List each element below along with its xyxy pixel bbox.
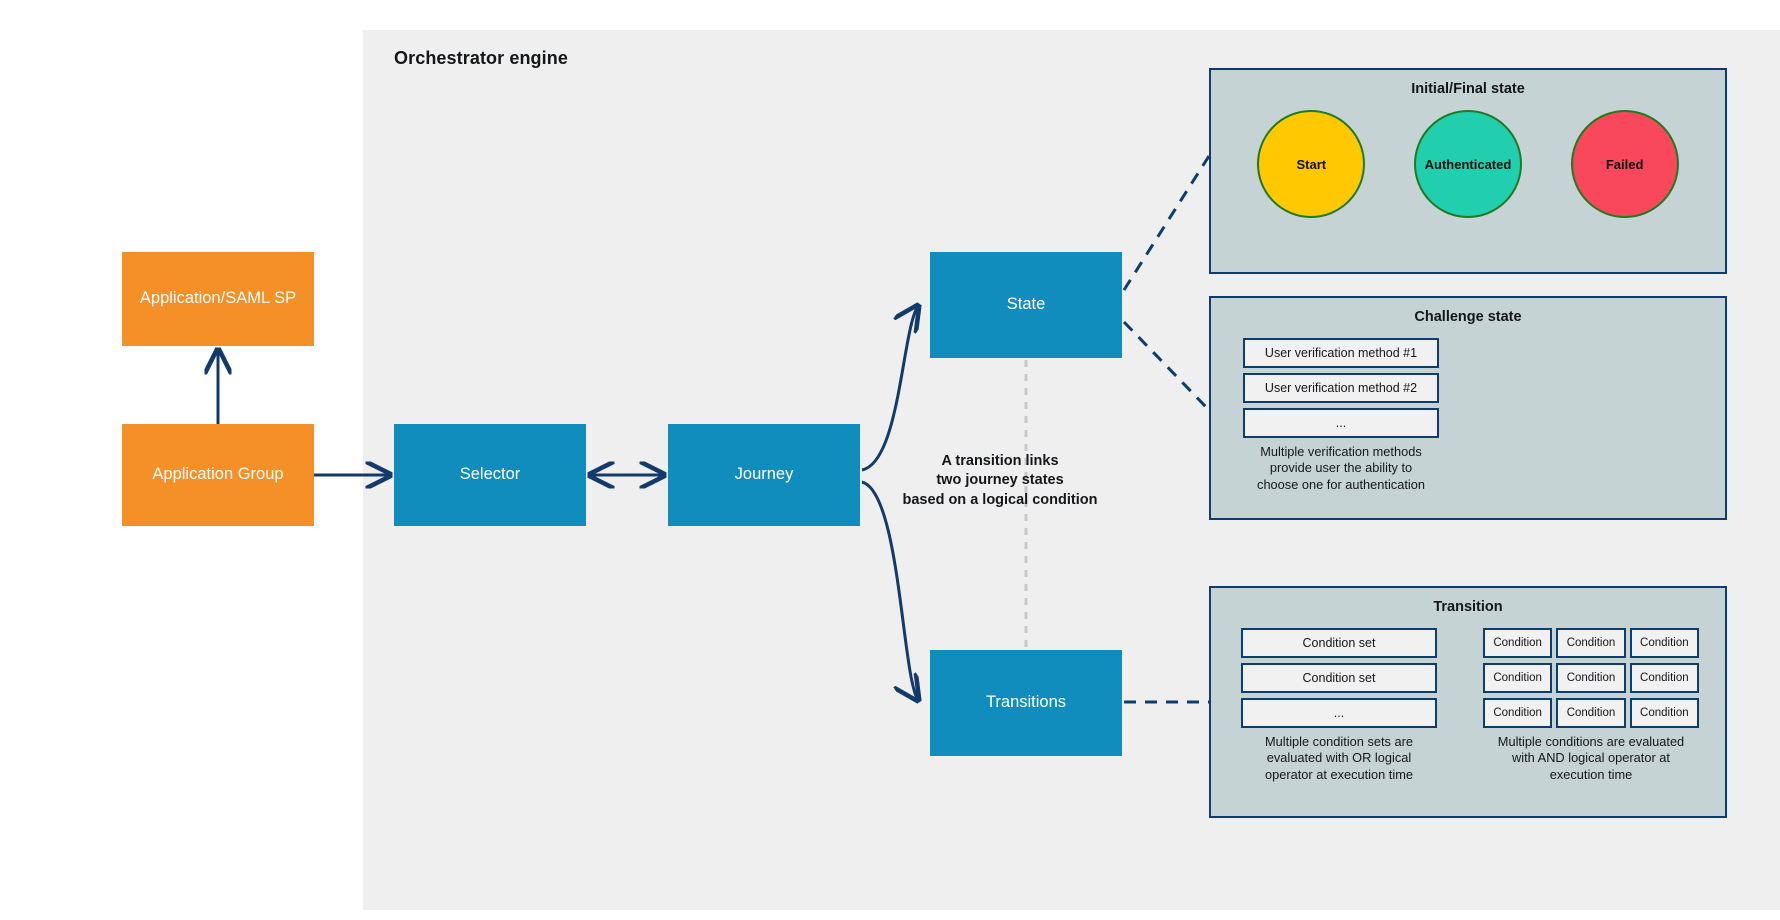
panel-challenge-state: Challenge state User verification method… <box>1209 296 1727 520</box>
annotation-line-2: two journey states <box>936 472 1064 489</box>
condition-set-item[interactable]: Condition set <box>1241 663 1437 693</box>
verification-method-item[interactable]: User verification method #1 <box>1243 338 1439 368</box>
transition-annotation: A transition links two journey states ba… <box>880 452 1120 510</box>
condition-grid-caption: Multiple conditions are evaluated with A… <box>1483 734 1699 783</box>
condition-set-caption-line-2: evaluated with OR logical <box>1266 750 1412 766</box>
condition-set-caption-line-3: operator at execution time <box>1265 766 1413 782</box>
annotation-line-3: based on a logical condition <box>902 491 1098 508</box>
condition-grid-caption-line-2: with AND logical operator at <box>1512 750 1670 766</box>
challenge-caption-line-3: choose one for authentication <box>1257 476 1425 492</box>
condition-set-item[interactable]: Condition set <box>1241 628 1437 658</box>
state-circle-row: Start Authenticated Failed <box>1211 110 1725 218</box>
node-state[interactable]: State <box>930 252 1122 358</box>
state-circle-authenticated[interactable]: Authenticated <box>1413 110 1522 218</box>
verification-method-item[interactable]: User verification method #2 <box>1243 373 1439 403</box>
condition-cell[interactable]: Condition <box>1483 663 1553 693</box>
challenge-caption-line-2: provide user the ability to <box>1269 460 1413 476</box>
condition-row: Condition Condition Condition <box>1483 663 1699 693</box>
condition-set-column: Condition set Condition set ... Multiple… <box>1241 628 1437 783</box>
condition-row: Condition Condition Condition <box>1483 628 1699 658</box>
condition-set-item[interactable]: ... <box>1241 698 1437 728</box>
node-selector[interactable]: Selector <box>394 424 586 526</box>
node-application-group[interactable]: Application Group <box>122 424 314 526</box>
panel-transition-title: Transition <box>1433 599 1503 615</box>
condition-set-caption: Multiple condition sets are evaluated wi… <box>1241 734 1437 783</box>
verification-method-item[interactable]: ... <box>1243 408 1439 438</box>
challenge-caption-line-1: Multiple verification methods <box>1260 444 1422 459</box>
condition-cell[interactable]: Condition <box>1629 698 1699 728</box>
annotation-line-1: A transition links <box>941 453 1059 469</box>
state-circle-failed[interactable]: Failed <box>1570 110 1679 218</box>
node-journey[interactable]: Journey <box>668 424 860 526</box>
condition-row: Condition Condition Condition <box>1483 698 1699 728</box>
condition-cell[interactable]: Condition <box>1483 698 1553 728</box>
condition-grid-caption-line-1: Multiple conditions are evaluated <box>1497 734 1685 749</box>
panel-transition: Transition Condition set Condition set .… <box>1209 586 1727 818</box>
node-transitions[interactable]: Transitions <box>930 650 1122 756</box>
challenge-methods-list: User verification method #1 User verific… <box>1243 338 1439 493</box>
panel-initial-final-state: Initial/Final state Start Authenticated … <box>1209 68 1727 274</box>
condition-cell[interactable]: Condition <box>1556 663 1626 693</box>
condition-cell[interactable]: Condition <box>1483 628 1553 658</box>
condition-set-caption-line-1: Multiple condition sets are <box>1265 734 1413 749</box>
transition-columns: Condition set Condition set ... Multiple… <box>1241 628 1703 783</box>
challenge-caption: Multiple verification methods provide us… <box>1243 444 1439 493</box>
condition-cell[interactable]: Condition <box>1629 663 1699 693</box>
panel-initial-final-title: Initial/Final state <box>1411 81 1525 97</box>
condition-cell[interactable]: Condition <box>1556 628 1626 658</box>
condition-grid-caption-line-3: execution time <box>1549 766 1633 782</box>
panel-challenge-title: Challenge state <box>1414 309 1522 325</box>
condition-grid-column: Condition Condition Condition Condition … <box>1483 628 1699 783</box>
node-application-saml-sp[interactable]: Application/SAML SP <box>122 252 314 346</box>
orchestrator-engine-title: Orchestrator engine <box>394 48 568 68</box>
state-circle-start[interactable]: Start <box>1257 110 1366 218</box>
condition-cell[interactable]: Condition <box>1629 628 1699 658</box>
condition-cell[interactable]: Condition <box>1556 698 1626 728</box>
